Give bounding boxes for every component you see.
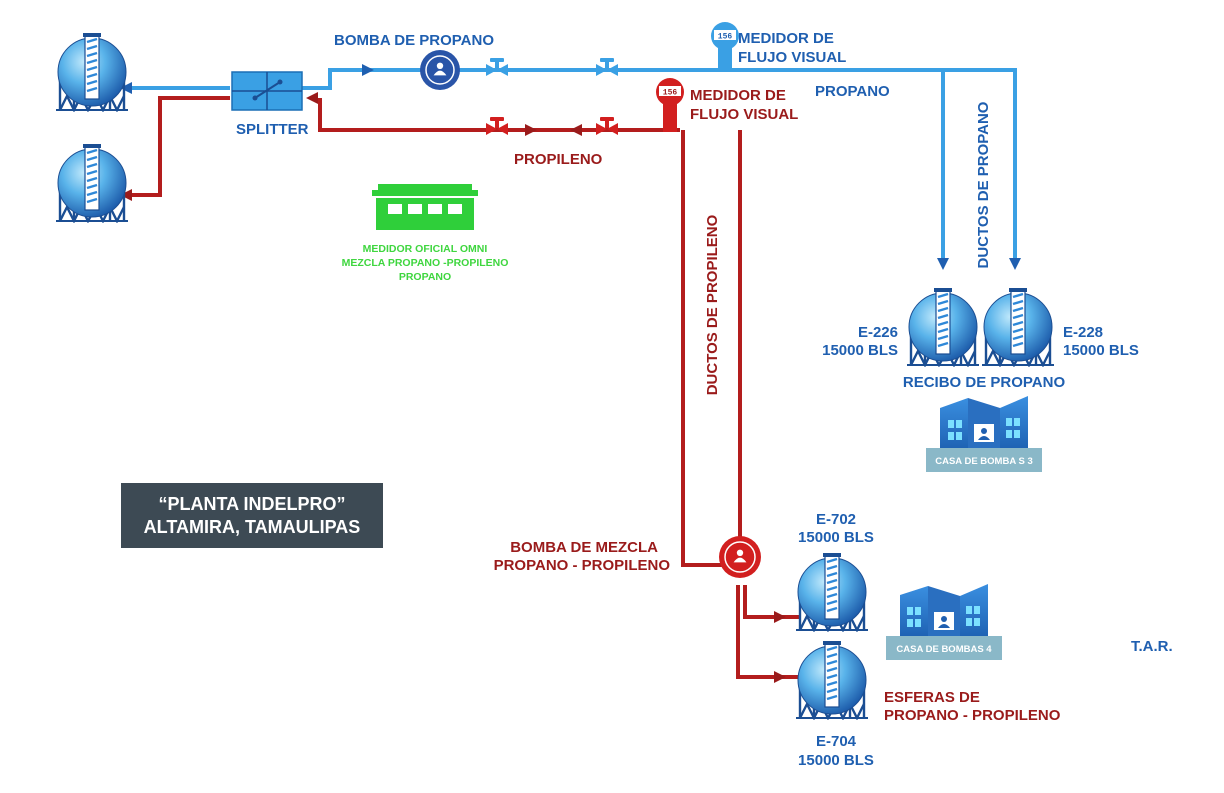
bomba-mezcla-line1: BOMBA DE MEZCLA xyxy=(510,539,658,556)
casa-bombas-4-label: CASA DE BOMBAS 4 xyxy=(896,644,992,655)
mix-pump-icon xyxy=(719,536,761,578)
propylene-return-line xyxy=(318,98,680,132)
e226-capacity: 15000 BLS xyxy=(822,342,898,359)
propane-meter-digits: 156 xyxy=(718,33,733,42)
propylene-arrows xyxy=(120,92,786,683)
sphere-e702-icon xyxy=(794,552,870,632)
sphere-e226-icon xyxy=(905,287,981,367)
casa-bombas-4-building-icon xyxy=(886,584,1002,660)
sphere-bottom-left-icon xyxy=(54,143,130,223)
medidor-red-line1: MEDIDOR DE xyxy=(690,87,786,104)
esferas-line1: ESFERAS DE xyxy=(884,689,980,706)
tar-label: T.A.R. xyxy=(1131,638,1173,655)
e228-name: E-228 xyxy=(1063,324,1103,341)
medidor-oficial-building-icon xyxy=(372,184,478,230)
medidor-top-line2: FLUJO VISUAL xyxy=(738,49,846,66)
e704-capacity: 15000 BLS xyxy=(798,752,874,769)
e226-name: E-226 xyxy=(858,324,898,341)
plant-name-box xyxy=(121,483,383,548)
ductos-propileno-label: DUCTOS DE PROPILENO xyxy=(704,214,721,395)
propylene-branch-e704 xyxy=(736,585,800,679)
e702-capacity: 15000 BLS xyxy=(798,529,874,546)
propane-arrows xyxy=(120,64,1021,270)
propano-label: PROPANO xyxy=(815,83,890,100)
propylene-meter-digits: 156 xyxy=(663,89,678,98)
sphere-top-left-icon xyxy=(54,32,130,112)
medidor-oficial-line2: MEZCLA PROPANO -PROPILENO xyxy=(342,257,509,269)
bomba-mezcla-line2: PROPANO - PROPILENO xyxy=(494,557,671,574)
medidor-oficial-line3: PROPANO xyxy=(399,271,451,283)
propane-lines xyxy=(125,68,1017,260)
plant-name-line1: “PLANTA INDELPRO” xyxy=(159,494,346,514)
propylene-valve-1-icon xyxy=(486,117,508,135)
bomba-propano-label: BOMBA DE PROPANO xyxy=(334,32,494,49)
propylene-to-lower-sphere xyxy=(125,96,230,197)
propane-pump-icon xyxy=(420,50,460,90)
esferas-line2: PROPANO - PROPILENO xyxy=(884,707,1061,724)
splitter-icon xyxy=(231,71,303,111)
medidor-red-line2: FLUJO VISUAL xyxy=(690,106,798,123)
e228-capacity: 15000 BLS xyxy=(1063,342,1139,359)
e704-name: E-704 xyxy=(816,733,857,750)
casa-bombas-3-label: CASA DE BOMBA S 3 xyxy=(935,456,1032,467)
sphere-e704-icon xyxy=(794,640,870,720)
propane-flow-meter-icon: 156 xyxy=(711,22,739,72)
plant-name-line2: ALTAMIRA, TAMAULIPAS xyxy=(144,517,361,537)
propileno-label: PROPILENO xyxy=(514,151,603,168)
medidor-top-line1: MEDIDOR DE xyxy=(738,30,834,47)
propylene-branch-e702 xyxy=(743,585,800,619)
propane-valve-2-icon xyxy=(596,58,618,76)
splitter-label: SPLITTER xyxy=(236,121,309,138)
propylene-flow-meter-icon: 156 xyxy=(656,78,684,132)
e702-name: E-702 xyxy=(816,511,856,528)
propane-valve-1-icon xyxy=(486,58,508,76)
sphere-e228-icon xyxy=(980,287,1056,367)
propylene-valve-2-icon xyxy=(596,117,618,135)
propane-main-line-right xyxy=(302,68,1017,260)
recibo-propano-label: RECIBO DE PROPANO xyxy=(903,374,1066,391)
casa-bombas-3-building-icon xyxy=(926,396,1042,472)
ductos-propano-label: DUCTOS DE PROPANO xyxy=(975,101,992,268)
medidor-oficial-line1: MEDIDOR OFICIAL OMNI xyxy=(363,243,488,255)
